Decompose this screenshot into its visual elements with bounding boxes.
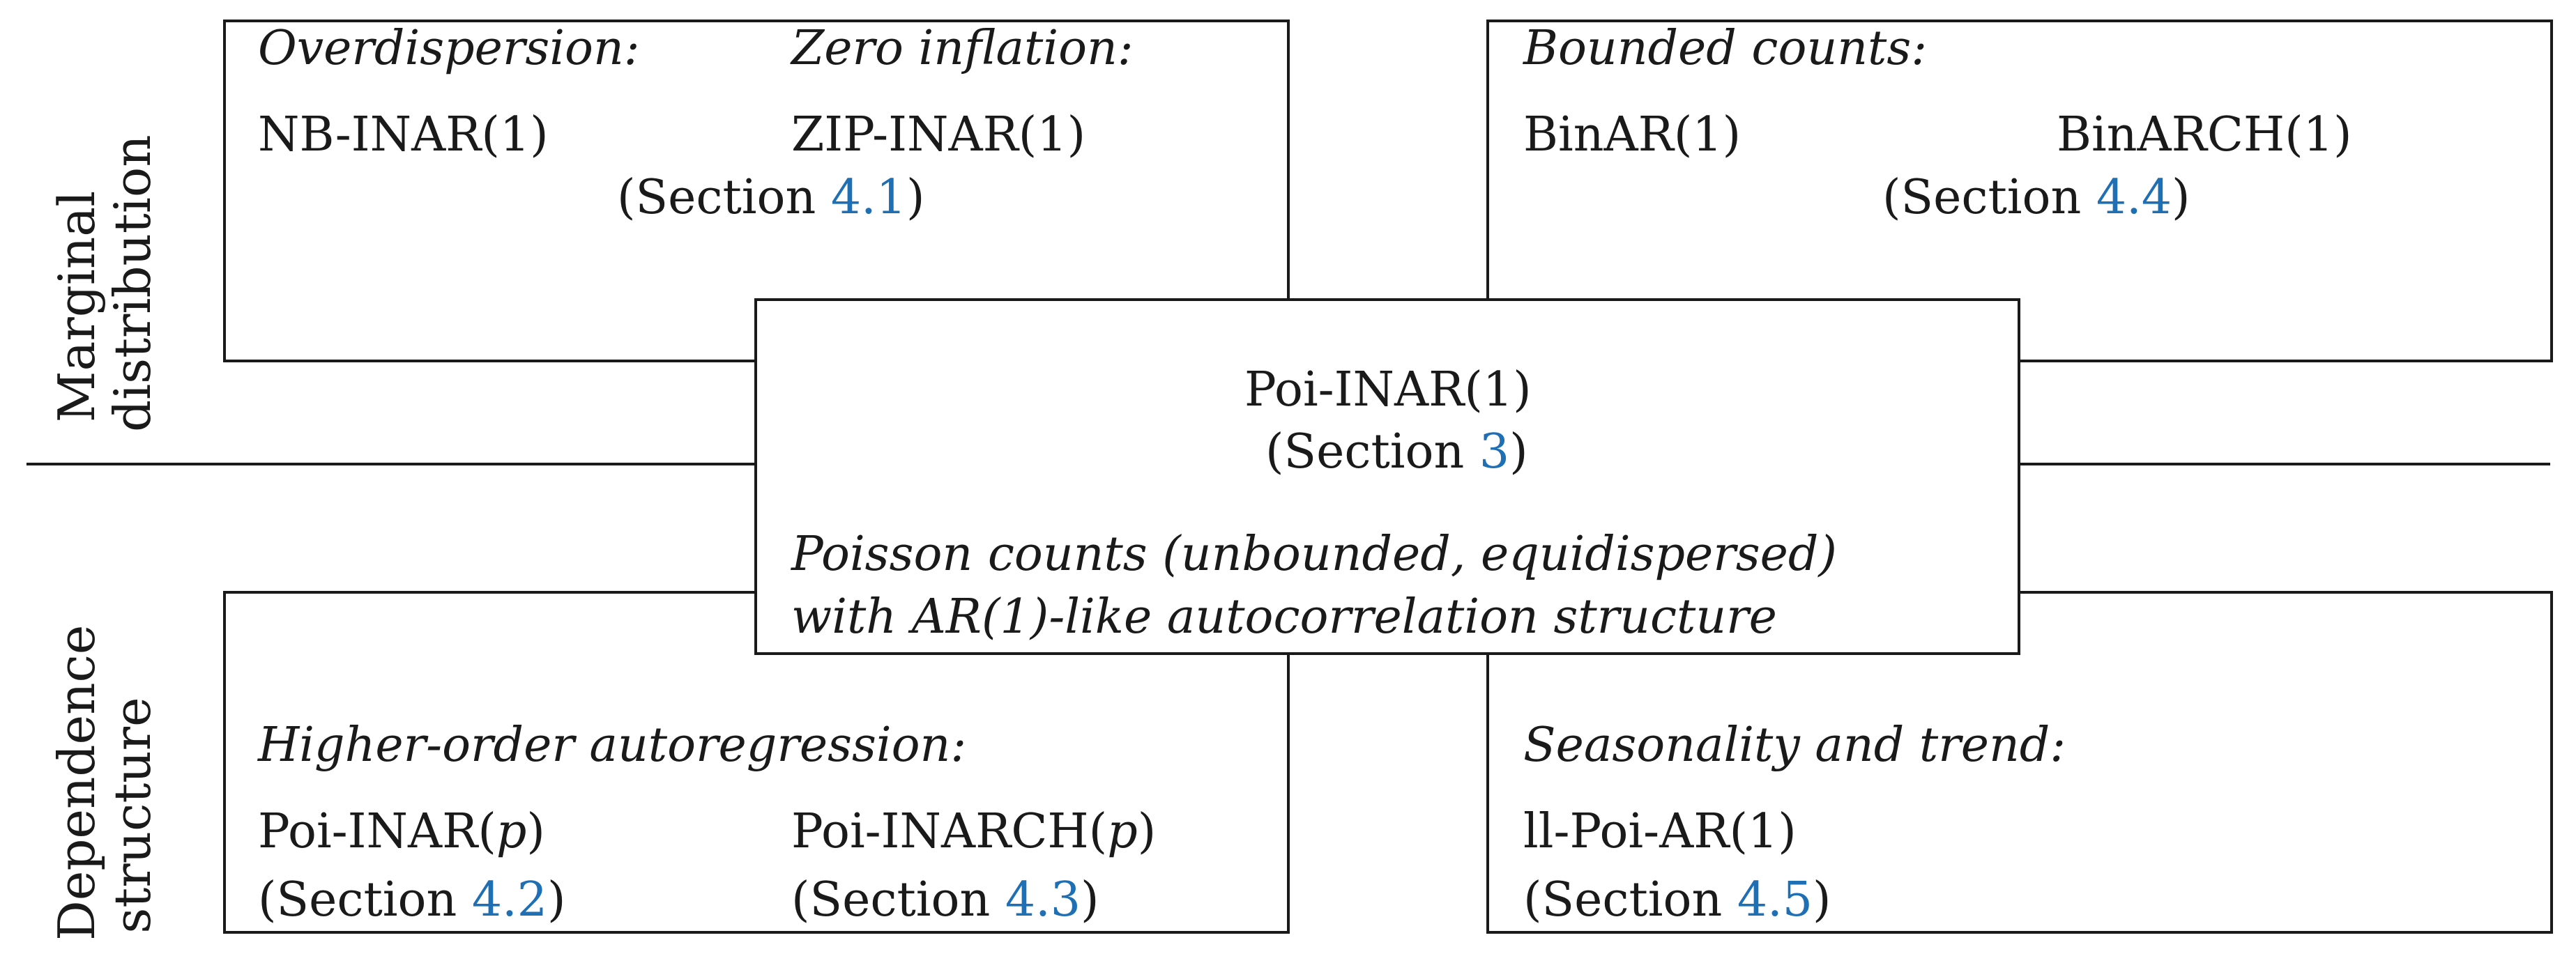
ref-prefix: (Section — [258, 872, 472, 927]
model-prefix: Poi-INARCH( — [791, 804, 1108, 859]
section-link-4-3[interactable]: 4.3 — [1005, 872, 1081, 927]
model-var: p — [1107, 804, 1138, 859]
model-suffix: ) — [526, 804, 545, 859]
ref-suffix: ) — [1081, 872, 1099, 927]
model-var: p — [496, 804, 527, 859]
heading-zero-inflation: Zero inflation: — [791, 21, 1134, 76]
heading-overdispersion: Overdispersion: — [258, 21, 640, 76]
box-poi-inar1 — [754, 298, 2020, 655]
model-prefix: Poi-INAR( — [258, 804, 496, 859]
model-binarch1: BinARCH(1) — [2057, 107, 2352, 162]
ref-prefix: (Section — [1265, 424, 1479, 479]
ref-prefix: (Section — [1523, 872, 1737, 927]
model-nb-inar1: NB-INAR(1) — [258, 107, 549, 162]
ref-suffix: ) — [547, 872, 566, 927]
ref-prefix: (Section — [791, 872, 1005, 927]
model-poi-inar1: Poi-INAR(1) — [1244, 362, 1532, 417]
section-ref-4-3: (Section 4.3) — [791, 877, 1099, 924]
marginal-label-line2: distribution — [103, 134, 162, 432]
section-link-4-4[interactable]: 4.4 — [2096, 170, 2172, 225]
center-description-line2: with AR(1)-like autocorrelation structur… — [791, 590, 1777, 645]
section-ref-3: (Section 3) — [1265, 429, 1528, 476]
center-description-line1: Poisson counts (unbounded, equidispersed… — [791, 527, 1837, 582]
section-ref-4-5: (Section 4.5) — [1523, 877, 1831, 924]
model-poi-inarchp: Poi-INARCH(p) — [791, 808, 1156, 856]
section-ref-4-4: (Section 4.4) — [1882, 174, 2190, 222]
section-link-4-5[interactable]: 4.5 — [1737, 872, 1813, 927]
section-ref-4-2: (Section 4.2) — [258, 877, 566, 924]
heading-seasonality-trend: Seasonality and trend: — [1523, 718, 2066, 773]
marginal-label-line1: Marginal — [47, 190, 106, 423]
dependence-label-line1: Dependence — [47, 624, 106, 941]
marginal-distribution-label: Marginal distribution — [47, 134, 162, 432]
model-binar1: BinAR(1) — [1523, 107, 1742, 162]
ref-suffix: ) — [2172, 170, 2190, 225]
ref-prefix: (Section — [617, 170, 831, 225]
heading-higher-order-autoregression: Higher-order autoregression: — [258, 718, 967, 773]
ref-suffix: ) — [1509, 424, 1528, 479]
section-link-4-2[interactable]: 4.2 — [471, 872, 548, 927]
dependence-label-line2: structure — [103, 697, 162, 934]
ref-prefix: (Section — [1882, 170, 2096, 225]
section-ref-4-1: (Section 4.1) — [617, 174, 925, 222]
model-poi-inarp: Poi-INAR(p) — [258, 808, 545, 856]
section-link-3[interactable]: 3 — [1479, 424, 1510, 479]
model-zip-inar1: ZIP-INAR(1) — [791, 107, 1086, 162]
model-ll-poi-ar1: ll-Poi-AR(1) — [1523, 804, 1797, 859]
dependence-structure-label: Dependence structure — [47, 624, 162, 941]
ref-suffix: ) — [1813, 872, 1831, 927]
ref-suffix: ) — [906, 170, 925, 225]
section-link-4-1[interactable]: 4.1 — [830, 170, 907, 225]
model-suffix: ) — [1137, 804, 1157, 859]
heading-bounded-counts: Bounded counts: — [1523, 21, 1928, 76]
